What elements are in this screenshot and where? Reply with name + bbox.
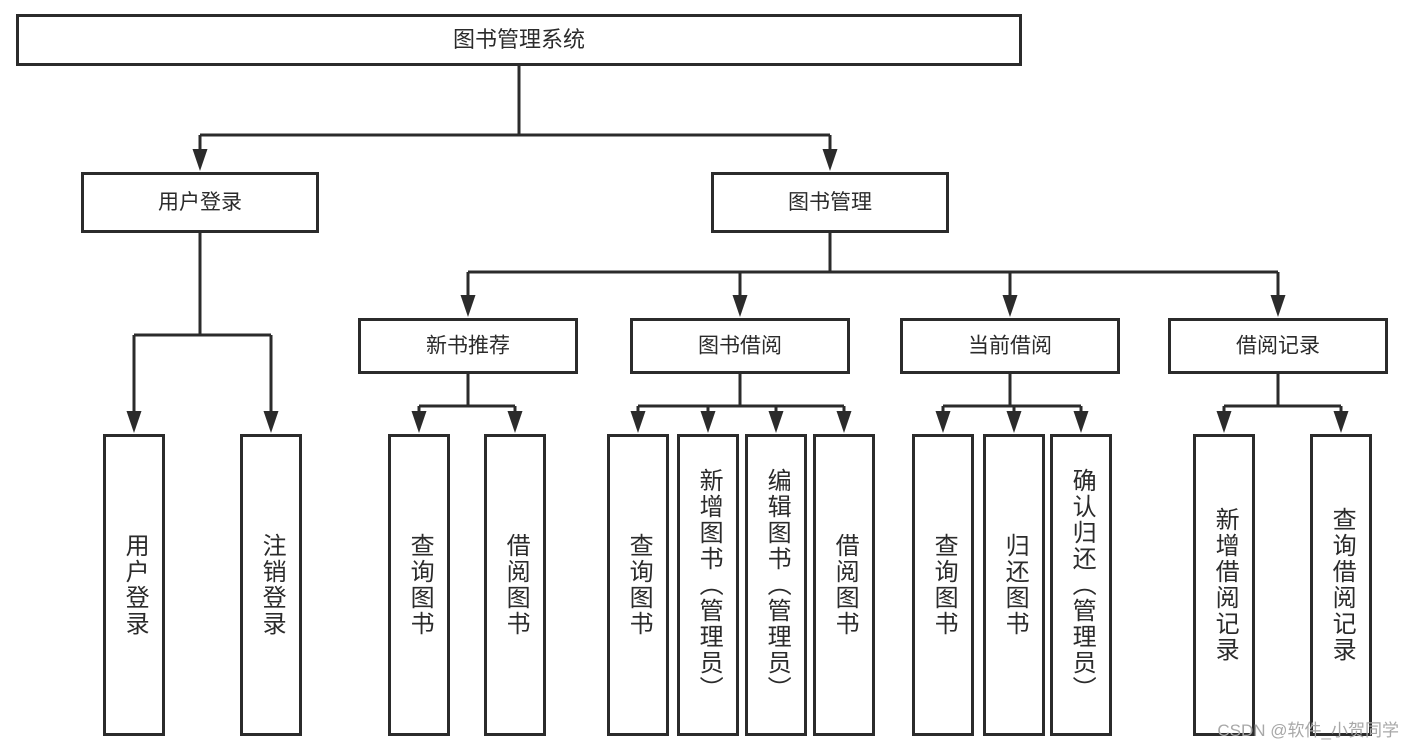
- leaf-node-借阅图书-1-3[interactable]: [813, 434, 875, 736]
- leaf-node-注销登录-0-1[interactable]: [240, 434, 302, 736]
- level1-1-edge-3-arrowhead: [1270, 295, 1286, 317]
- root-edge-0-arrowhead: [192, 149, 208, 171]
- leaf-node-新增借阅记录-3-0[interactable]: [1193, 434, 1255, 736]
- level2-node-借阅记录-3[interactable]: 借阅记录: [1168, 318, 1388, 374]
- leaf-node-归还图书-2-1[interactable]: [983, 434, 1045, 736]
- level2-1-edge-1-arrowhead: [700, 411, 716, 433]
- watermark-credit: CSDN @软件_小贺同学: [1217, 721, 1399, 740]
- level2-node-当前借阅-2[interactable]: 当前借阅: [900, 318, 1120, 374]
- leaf-node-新增图书管理员-1-1[interactable]: [677, 434, 739, 736]
- level2-1-edge-3-arrowhead: [836, 411, 852, 433]
- leaf-node-确认归还管理员-2-2[interactable]: [1050, 434, 1112, 736]
- level1-node-用户登录-0[interactable]: 用户登录: [81, 172, 319, 233]
- leaf-node-查询借阅记录-3-1[interactable]: [1310, 434, 1372, 736]
- level2-node-新书推荐-0-label: 新书推荐: [426, 335, 510, 358]
- level1-node-用户登录-0-label: 用户登录: [158, 191, 242, 214]
- level1-1-edge-2-arrowhead: [1002, 295, 1018, 317]
- root-node-label: 图书管理系统: [453, 27, 585, 52]
- root-edge-1-arrowhead: [822, 149, 838, 171]
- level1-1-edge-0-arrowhead: [460, 295, 476, 317]
- level2-0-edge-0-arrowhead: [411, 411, 427, 433]
- level2-2-edge-0-arrowhead: [935, 411, 951, 433]
- level2-2-edge-2-arrowhead: [1073, 411, 1089, 433]
- level1-node-图书管理-1-label: 图书管理: [788, 191, 872, 214]
- level2-0-edge-1-arrowhead: [507, 411, 523, 433]
- root-node: 图书管理系统: [16, 14, 1022, 66]
- leaf-node-查询图书-0-0[interactable]: [388, 434, 450, 736]
- level2-2-edge-1-arrowhead: [1006, 411, 1022, 433]
- leaf-node-编辑图书管理员-1-2[interactable]: [745, 434, 807, 736]
- level1-1-edge-1-arrowhead: [732, 295, 748, 317]
- level2-3-edge-0-arrowhead: [1216, 411, 1232, 433]
- level2-node-当前借阅-2-label: 当前借阅: [968, 335, 1052, 358]
- level2-node-借阅记录-3-label: 借阅记录: [1236, 335, 1320, 358]
- level2-node-图书借阅-1-label: 图书借阅: [698, 335, 782, 358]
- level2-node-图书借阅-1[interactable]: 图书借阅: [630, 318, 850, 374]
- leaf-node-查询图书-2-0[interactable]: [912, 434, 974, 736]
- leaf-node-借阅图书-0-1[interactable]: [484, 434, 546, 736]
- leaf-node-查询图书-1-0[interactable]: [607, 434, 669, 736]
- leaf-node-用户登录-0-0[interactable]: [103, 434, 165, 736]
- level1-0-edge-1-arrowhead: [263, 411, 279, 433]
- level2-1-edge-0-arrowhead: [630, 411, 646, 433]
- level2-3-edge-1-arrowhead: [1333, 411, 1349, 433]
- level1-0-edge-0-arrowhead: [126, 411, 142, 433]
- level2-1-edge-2-arrowhead: [768, 411, 784, 433]
- level1-node-图书管理-1[interactable]: 图书管理: [711, 172, 949, 233]
- level2-node-新书推荐-0[interactable]: 新书推荐: [358, 318, 578, 374]
